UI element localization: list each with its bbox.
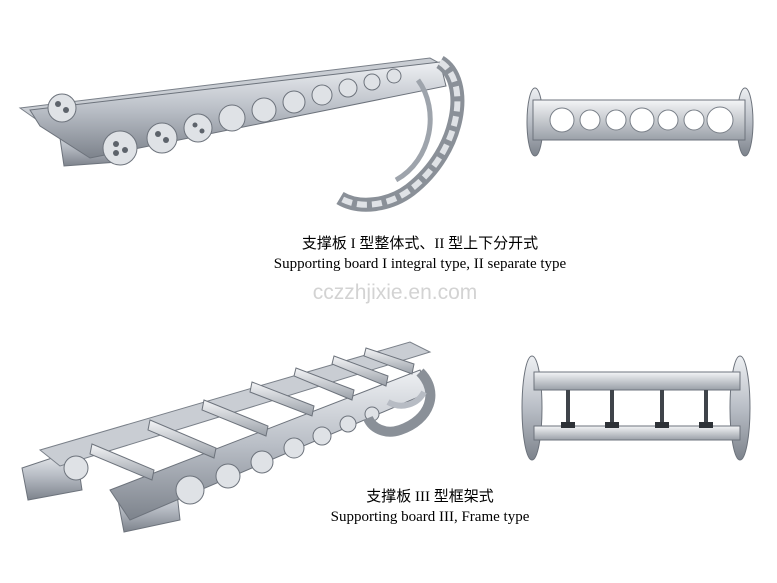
caption-type1-chinese: 支撑板 I 型整体式、II 型上下分开式	[301, 236, 539, 252]
caption-type3-chinese: 支撑板 III 型框架式	[366, 489, 494, 505]
caption-type1-english: Supporting board I integral type, II sep…	[273, 256, 567, 272]
cable-chain-type3-image	[21, 341, 436, 533]
watermark: cczzhjixie.en.com	[312, 281, 478, 304]
cable-chain-type1-image	[18, 56, 465, 212]
support-board-type1-image	[526, 87, 754, 157]
support-board-type3-image	[521, 355, 751, 461]
caption-type3-english: Supporting board III, Frame type	[330, 509, 530, 525]
